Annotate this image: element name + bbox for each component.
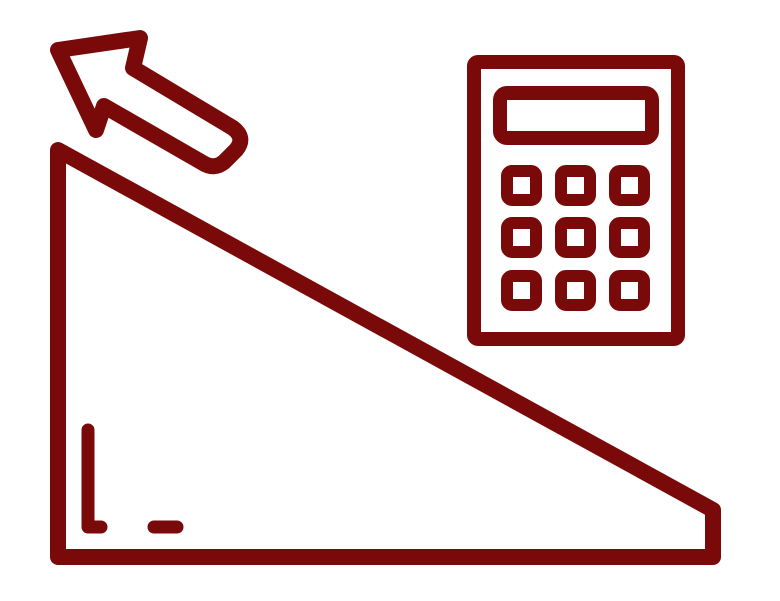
right-angle-mark-icon <box>81 423 184 534</box>
calculator-key <box>501 165 542 206</box>
calculator-keys <box>501 165 650 311</box>
arrow-up-left-icon <box>50 30 249 175</box>
calculator-key <box>609 217 650 258</box>
calculator-key <box>501 217 542 258</box>
calculator-key <box>609 270 650 311</box>
calculator-key <box>555 217 596 258</box>
calculator-key <box>609 165 650 206</box>
calculator-icon <box>467 55 685 346</box>
calculator-key <box>555 270 596 311</box>
calculator-body <box>467 55 685 346</box>
right-triangle-icon <box>50 142 721 565</box>
calculator-key <box>555 165 596 206</box>
calculator-key <box>501 270 542 311</box>
calculator-display <box>493 86 659 145</box>
